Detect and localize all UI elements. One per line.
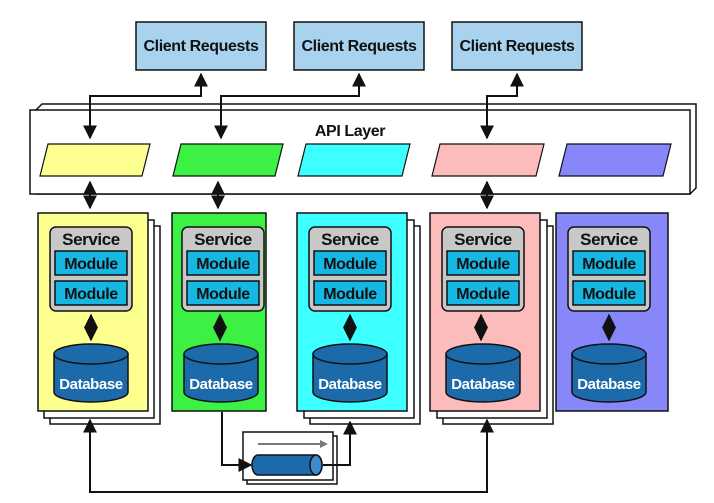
database-label: Database bbox=[189, 376, 253, 393]
database-icon bbox=[445, 343, 521, 403]
bottom-connector bbox=[83, 418, 494, 493]
database-icon bbox=[53, 343, 129, 403]
client-request-box-1: Client Requests bbox=[135, 21, 267, 71]
client-connectors bbox=[83, 72, 524, 140]
client-request-label: Client Requests bbox=[144, 38, 259, 55]
api-endpoint-yellow bbox=[39, 143, 151, 177]
module-label: Module bbox=[456, 286, 510, 303]
api-service-connectors bbox=[83, 180, 494, 210]
service-label: Service bbox=[580, 230, 638, 249]
module-label: Module bbox=[323, 286, 377, 303]
service-column-yellow: Service Module Module Database bbox=[37, 212, 161, 425]
client-request-label: Client Requests bbox=[302, 38, 417, 55]
module-label: Module bbox=[582, 286, 636, 303]
service-label: Service bbox=[62, 230, 120, 249]
service-column-purple: Service Module Module Database bbox=[555, 212, 669, 412]
api-endpoint-purple bbox=[558, 143, 672, 177]
database-label: Database bbox=[318, 376, 382, 393]
database-label: Database bbox=[451, 376, 515, 393]
api-layer: API Layer bbox=[29, 103, 697, 195]
api-endpoint-pink bbox=[431, 143, 545, 177]
module-label: Module bbox=[64, 286, 118, 303]
api-layer-label: API Layer bbox=[315, 123, 385, 140]
service-label: Service bbox=[194, 230, 252, 249]
database-icon bbox=[312, 343, 388, 403]
client-request-box-3: Client Requests bbox=[451, 21, 583, 71]
module-label: Module bbox=[323, 256, 377, 273]
client-request-box-2: Client Requests bbox=[293, 21, 425, 71]
message-queue bbox=[242, 431, 338, 485]
service-column-cyan: Service Module Module Database bbox=[296, 212, 421, 425]
database-label: Database bbox=[59, 376, 123, 393]
service-label: Service bbox=[454, 230, 512, 249]
database-label: Database bbox=[577, 376, 641, 393]
service-label: Service bbox=[321, 230, 379, 249]
client-request-label: Client Requests bbox=[460, 38, 575, 55]
module-label: Module bbox=[196, 286, 250, 303]
service-column-pink: Service Module Module Database bbox=[429, 212, 554, 425]
module-label: Module bbox=[64, 256, 118, 273]
module-label: Module bbox=[196, 256, 250, 273]
service-column-green: Service Module Module Database bbox=[171, 212, 267, 412]
module-label: Module bbox=[582, 256, 636, 273]
api-endpoint-cyan bbox=[297, 143, 411, 177]
api-endpoint-green bbox=[172, 143, 284, 177]
module-label: Module bbox=[456, 256, 510, 273]
database-icon bbox=[183, 343, 259, 403]
queue-pipe-icon bbox=[251, 454, 323, 476]
database-icon bbox=[571, 343, 647, 403]
